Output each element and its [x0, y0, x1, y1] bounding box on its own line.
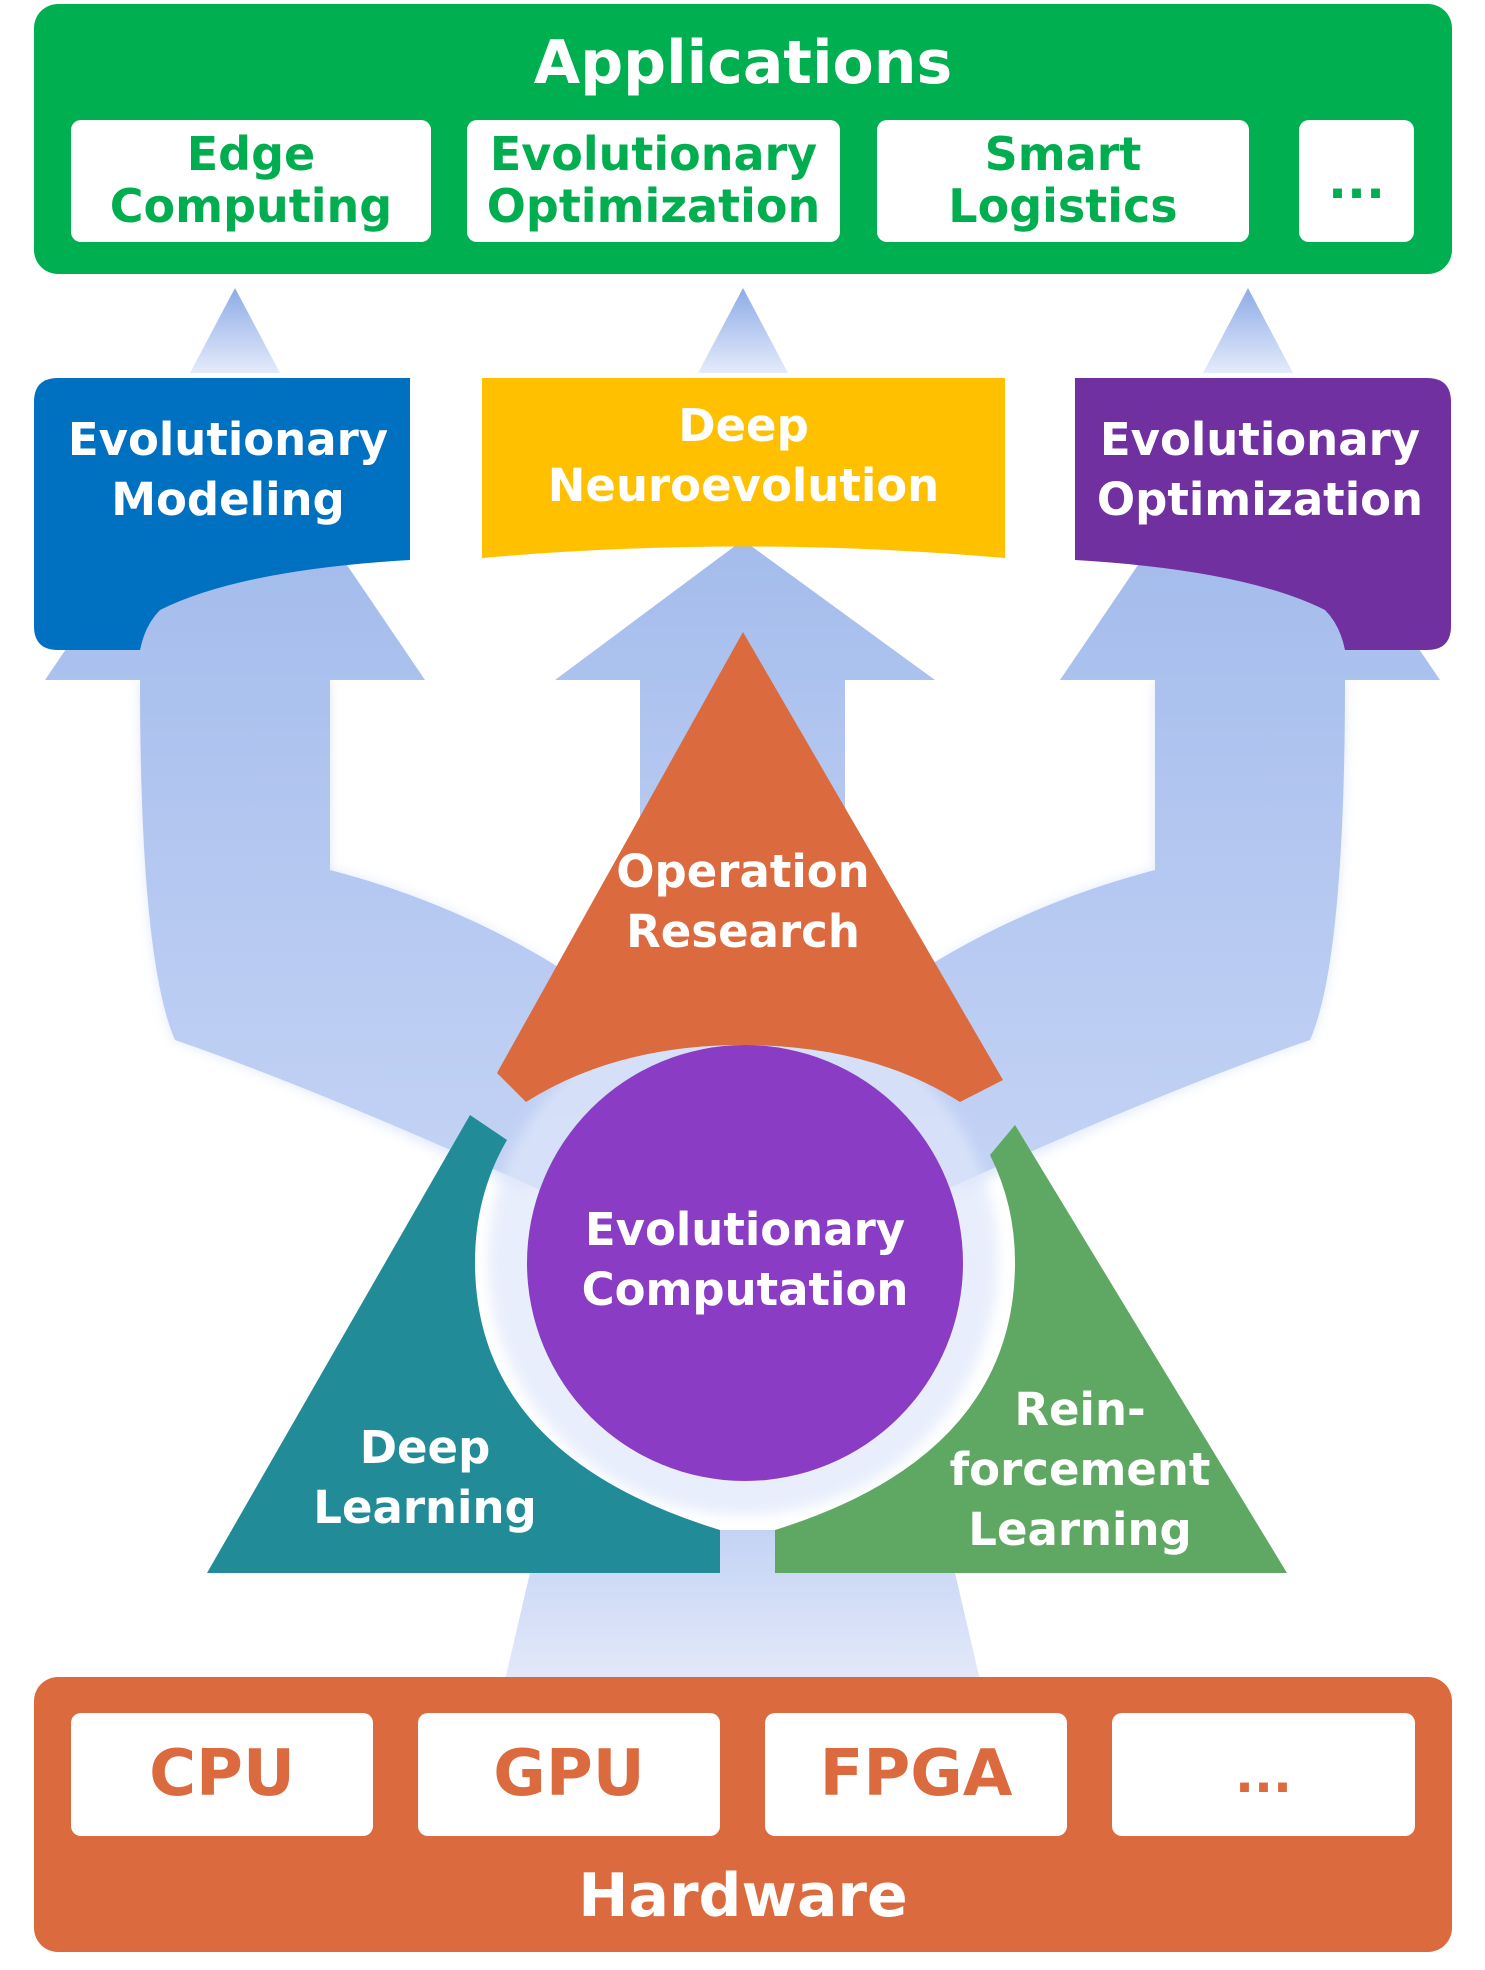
- app-evoopt-line1: Evolutionary: [489, 127, 818, 182]
- up-arrow-center: [698, 288, 788, 373]
- deep-learning-line2: Learning: [313, 1480, 537, 1534]
- up-arrow-right: [1203, 288, 1293, 373]
- app-logistics-line2: Logistics: [948, 179, 1178, 233]
- rl-line1: Rein-: [1014, 1383, 1146, 1436]
- reinforcement-learning-triangle: [775, 1125, 1287, 1573]
- deep-learning-triangle: [207, 1115, 720, 1573]
- app-more-label: ...: [1328, 152, 1385, 210]
- evo-comp-line1: Evolutionary: [584, 1203, 906, 1256]
- deep-neuro-line2: Neuroevolution: [547, 459, 940, 512]
- hw-cell-gpu: GPU: [418, 1713, 720, 1836]
- up-arrow-left: [190, 288, 280, 373]
- evo-comp-line2: Computation: [581, 1262, 909, 1316]
- app-edge-line1: Edge: [186, 127, 316, 182]
- deep-learning-line1: Deep: [359, 1421, 491, 1474]
- hw-cpu-label: CPU: [149, 1736, 295, 1811]
- deep-neuro-line1: Deep: [678, 399, 809, 453]
- hw-gpu-label: GPU: [493, 1736, 645, 1811]
- app-evoopt-line2: Optimization: [486, 179, 821, 233]
- hardware-title: Hardware: [578, 1861, 908, 1931]
- hw-fpga-label: FPGA: [819, 1736, 1013, 1811]
- evo-opt-line1: Evolutionary: [1099, 413, 1421, 467]
- evolutionary-modeling-shape: [34, 378, 410, 650]
- evo-opt-line2: Optimization: [1096, 473, 1424, 526]
- evo-modeling-line1: Evolutionary: [67, 413, 389, 467]
- operation-research-triangle: [497, 632, 1003, 1102]
- hw-cell-cpu: CPU: [71, 1713, 373, 1836]
- app-logistics-line1: Smart: [984, 127, 1142, 182]
- op-research-line2: Research: [626, 904, 860, 958]
- hw-more-label: ...: [1235, 1745, 1292, 1804]
- applications-title: Applications: [533, 28, 953, 98]
- app-edge-line2: Computing: [109, 179, 393, 233]
- hw-cell-more: ...: [1112, 1713, 1415, 1836]
- rl-line3: Learning: [968, 1502, 1192, 1556]
- app-cell-more: ...: [1299, 120, 1414, 242]
- evolutionary-optimization-shape: [1075, 378, 1451, 650]
- evolutionary-computation-circle: [527, 1045, 963, 1481]
- hw-cell-fpga: FPGA: [765, 1713, 1067, 1836]
- evo-modeling-line2: Modeling: [111, 473, 345, 526]
- rl-line2: forcement: [949, 1442, 1211, 1496]
- deep-neuroevolution-shape: [482, 378, 1005, 558]
- op-research-line1: Operation: [616, 845, 870, 898]
- hardware-bar: CPU GPU FPGA ... Hardware: [34, 1677, 1452, 1952]
